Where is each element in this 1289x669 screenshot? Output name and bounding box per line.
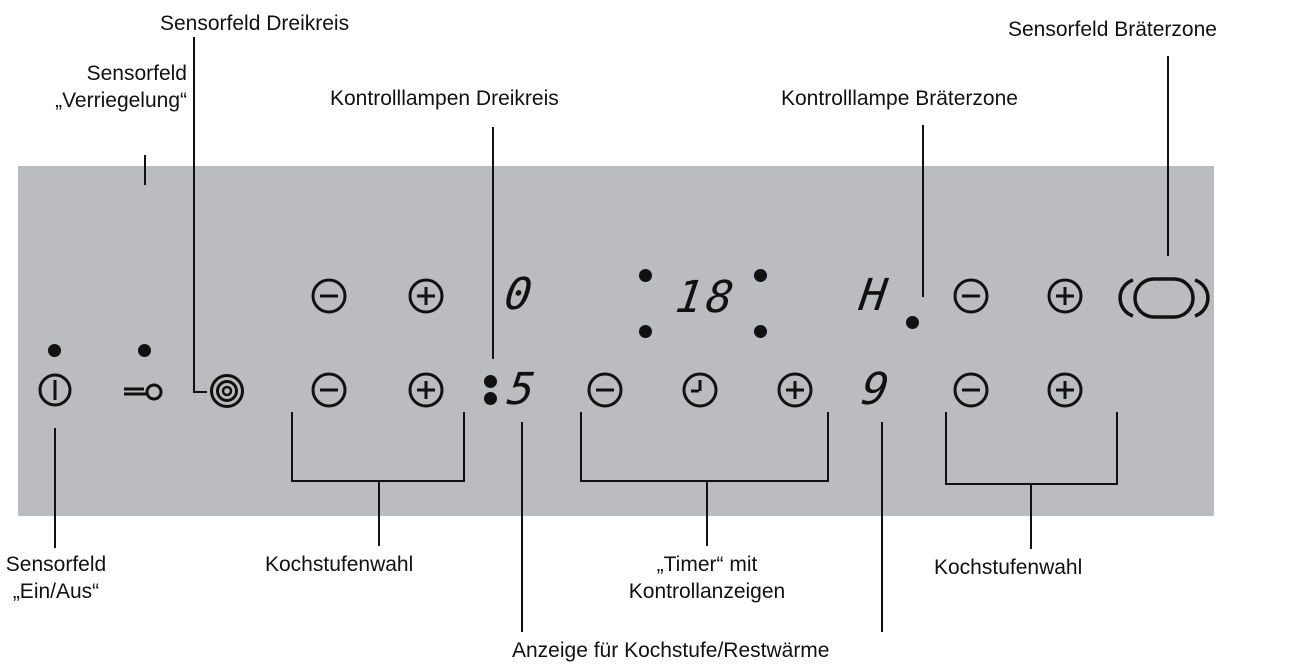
label-anzeige-kochstufe: Anzeige für Kochstufe/Restwärme (512, 639, 830, 662)
timer-lamp-4 (754, 325, 767, 338)
plus-icon[interactable] (408, 372, 444, 408)
label-sensorfeld-braeterzone: Sensorfeld Bräterzone (1008, 18, 1217, 41)
label-kontrolllampen-dreikreis: Kontrolllampen Dreikreis (330, 87, 559, 110)
label-sensorfeld-verriegelung: Sensorfeld „Verriegelung“ (55, 62, 187, 112)
bracket-left-a (291, 412, 293, 481)
label-sensorfeld-dreikreis: Sensorfeld Dreikreis (160, 12, 350, 35)
label-sensorfeld-ein-aus: Sensorfeld „Ein/Aus“ (5, 553, 107, 603)
triple-ring-icon[interactable] (209, 373, 245, 409)
lock-key-icon[interactable] (124, 382, 164, 402)
label-kochstufenwahl-right: Kochstufenwahl (934, 556, 1083, 579)
timer-lamp-2 (639, 325, 652, 338)
leader-dreikreis-sensor-tip (193, 391, 207, 393)
roaster-zone-icon[interactable] (1118, 276, 1210, 320)
display-upper-left: 0 (501, 269, 540, 320)
bracket-timer-b (827, 412, 829, 481)
lock-indicator-lamp (138, 344, 151, 357)
minus-icon[interactable] (311, 372, 347, 408)
plus-icon[interactable] (1047, 278, 1083, 314)
leader-display-left (521, 422, 523, 632)
minus-icon[interactable] (311, 278, 347, 314)
bracket-right-a (945, 412, 947, 484)
minus-icon[interactable] (953, 278, 989, 314)
bracket-right-b (1116, 412, 1118, 484)
display-lower-left: 5 (504, 364, 543, 415)
timer-lamp-3 (754, 269, 767, 282)
timer-display: 18 (672, 272, 741, 323)
display-upper-right: H (856, 270, 895, 321)
label-kontrolllampe-braeterzone: Kontrolllampe Bräterzone (781, 87, 1018, 110)
leader-display-right (881, 422, 883, 632)
minus-icon[interactable] (953, 372, 989, 408)
dreikreis-lamp-lower (484, 392, 497, 405)
leader-lamp-braeter (922, 125, 924, 297)
plus-icon[interactable] (408, 278, 444, 314)
bracket-timer-stem (706, 480, 708, 546)
timer-lamp-1 (639, 269, 652, 282)
leader-onoff (54, 428, 56, 548)
display-lower-right: 9 (858, 364, 897, 415)
leader-lamps-dreikreis (492, 127, 494, 359)
dreikreis-lamp-upper (484, 375, 497, 388)
leader-braeter-sensor (1167, 56, 1169, 256)
bracket-left-b (463, 412, 465, 481)
leader-dreikreis-sensor (193, 37, 195, 392)
label-timer: „Timer“ mit Kontrollanzeigen (628, 553, 786, 603)
bracket-left-stem (378, 480, 380, 546)
bracket-right-stem (1030, 483, 1032, 549)
bracket-timer-base (580, 480, 829, 482)
clock-icon[interactable] (682, 372, 718, 408)
power-icon[interactable] (38, 373, 72, 407)
control-panel (18, 166, 1214, 516)
plus-icon[interactable] (1047, 372, 1083, 408)
minus-icon[interactable] (587, 372, 623, 408)
braeter-lamp (906, 316, 919, 329)
plus-icon[interactable] (777, 372, 813, 408)
leader-lock-sensor (144, 155, 146, 185)
bracket-timer-a (580, 412, 582, 481)
power-indicator-lamp (48, 344, 61, 357)
label-kochstufenwahl-left: Kochstufenwahl (265, 553, 414, 576)
